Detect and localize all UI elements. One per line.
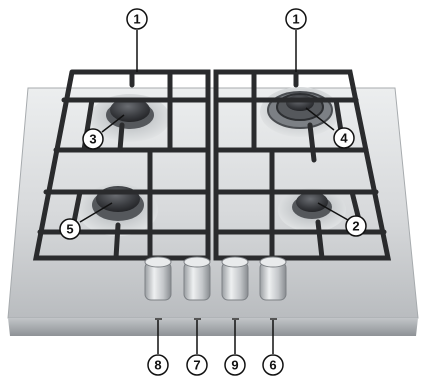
callout-burner-front-right: 2 [346,216,366,236]
burner-rear-right-triple-crown [268,92,332,128]
callout-number: 3 [89,132,96,147]
callout-number: 1 [292,12,299,27]
callout-number: 5 [66,222,73,237]
callout-knob-3: 9 [225,355,245,375]
callout-number: 4 [340,131,348,146]
callout-burner-front-left: 5 [60,219,80,239]
callout-pan-support-right: 1 [286,9,306,29]
callout-knob-4: 6 [263,355,283,375]
callout-knob-2: 7 [187,355,207,375]
callout-number: 7 [193,358,200,373]
callout-number: 9 [231,358,238,373]
callout-burner-rear-right-triple-crown: 4 [334,128,354,148]
knob-2 [184,257,210,300]
callout-burner-rear-left: 3 [83,129,103,149]
callout-number: 1 [133,12,140,27]
knob-3 [222,257,248,300]
callout-number: 2 [352,219,359,234]
callout-pan-support-left: 1 [127,9,147,29]
callout-number: 6 [269,358,276,373]
knob-4 [260,257,286,300]
knob-1 [145,257,171,300]
callout-knob-1: 8 [148,355,168,375]
callout-number: 8 [154,358,161,373]
